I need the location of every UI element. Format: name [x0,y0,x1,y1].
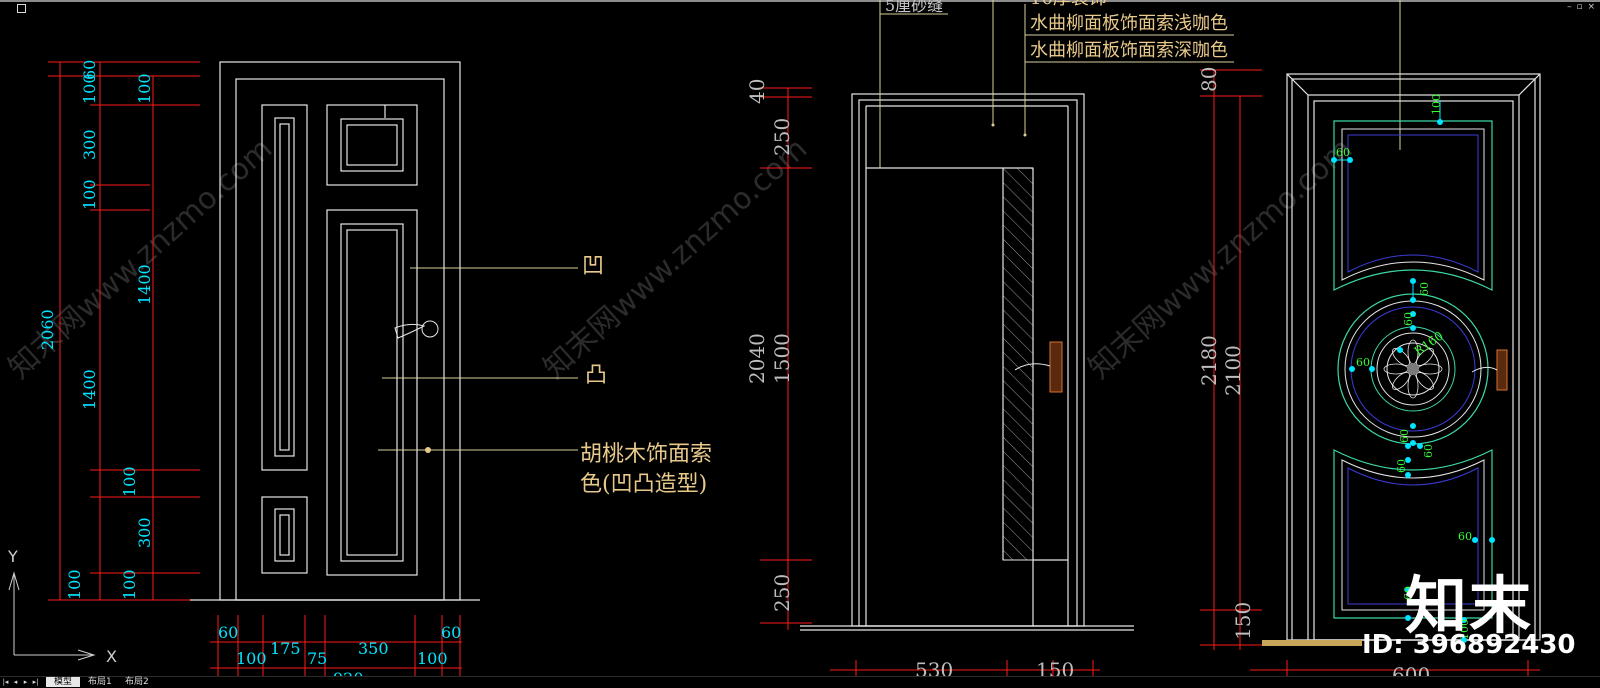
nav-next-icon[interactable]: ▸ [23,678,28,686]
tab-layout2[interactable]: 布局2 [125,677,149,687]
annotation-sand-seam: 5厘砂缝 [885,0,943,15]
dim-total-height: 2180 [1197,335,1221,386]
ucs-icon [8,571,96,661]
dim-total-height: 2060 [38,309,57,350]
dim-text: 60 [1336,146,1350,159]
dim-text: 1400 [80,369,99,410]
dim-text: 100 [65,569,84,600]
annotation-material-light: 水曲柳面板饰面索浅咖色 [1030,13,1228,34]
window-menu-icon[interactable] [17,4,26,13]
dim-text: 60 [1458,530,1472,543]
dim-text: 100 [80,73,99,104]
dim-text: 60 [1422,444,1435,458]
dim-text: 175 [270,639,301,658]
dim-text: 100 [1430,94,1443,115]
annotation-material-dark: 水曲柳面板饰面索深咖色 [1030,40,1228,61]
watermark-logo: 知末 [1405,569,1534,642]
tab-model[interactable]: 模型 [46,677,81,687]
dim-text: 100 [120,466,139,497]
watermark-bar [1262,640,1362,646]
door3-frame [1286,73,1541,641]
label-material-line2: 色(凹凸造型) [580,472,707,497]
dim-text: 100 [80,179,99,210]
dim-text: 250 [770,118,794,156]
dim-text: 60 [1418,282,1431,296]
dim-text: 100 [135,73,154,104]
dim-text: 60 [218,623,238,642]
dim-text: 75 [307,649,327,668]
dim-text: 60 [1356,356,1370,369]
dim-text: 100 [417,649,448,668]
tab-layout1[interactable]: 布局1 [88,677,112,687]
door1-elevation: 凹 凸 胡桃木饰面索 色(凹凸造型) 2060 60 100 300 100 1… [38,60,712,687]
watermark-id: ID: 396892430 [1362,630,1576,660]
dim-text: 100 [120,569,139,600]
dim-text: 100 [236,649,267,668]
door3-handle [1471,349,1508,391]
dim-text: 60 [441,623,461,642]
dim-text: 1400 [135,264,154,305]
dim-text: 60 [80,60,99,80]
window-top-border [0,0,1600,2]
dim-text: 40 [745,79,769,104]
door3-dimension-lines [1200,69,1540,680]
nav-prev-icon[interactable]: ◂ [13,678,18,686]
nav-last-icon[interactable]: ▸| [32,678,39,686]
nav-first-icon[interactable]: |◂ [2,678,9,686]
dim-text: 300 [80,129,99,160]
layout-tab-bar [0,676,1600,688]
dim-text: 60 [1402,312,1415,326]
door1-handle [394,320,439,339]
door2-dimension-lines [760,87,1100,680]
annotation-finish-top: 10厚装饰 [1030,0,1107,9]
dim-text: 2100 [1221,345,1245,396]
label-convex: 凸 [585,363,607,388]
door1-frame [190,61,480,601]
dim-text: 60 [1395,459,1408,473]
dim-text: 300 [135,517,154,548]
dim-text: 350 [358,639,389,658]
label-concave: 凹 [582,254,604,279]
ucs-y-label: Y [7,547,18,566]
ucs-x-label: X [106,647,117,666]
door2-hatch [1002,167,1034,561]
dim-text: 100 [1458,619,1471,640]
door2-frame [800,93,1134,631]
door2-section: 5厘砂缝 10厚装饰 水曲柳面板饰面索浅咖色 水曲柳面板饰面索深咖色 2040 … [745,0,1234,682]
door3-panels [1333,120,1493,619]
dim-text: 150 [1231,602,1255,640]
dim-text: 60 [1398,429,1411,443]
window-controls[interactable]: – ▫ × [1567,2,1596,12]
door2-handle [1014,341,1063,393]
door1-dim-texts: 2060 60 100 300 100 1400 100 1400 100 30… [38,60,461,687]
dim-text: 1500 [770,333,794,384]
label-material-line1: 胡桃木饰面索 [580,442,712,467]
dim-text: 250 [770,574,794,612]
dim-text: 80 [1197,67,1221,92]
dim-text: 60 [1402,586,1415,600]
dim-total-height: 2040 [745,333,769,384]
watermark-layer: 知末网www.znzmo.com 知末网www.znzmo.com 知末网www… [2,131,1359,386]
door1-leaders [378,267,578,451]
